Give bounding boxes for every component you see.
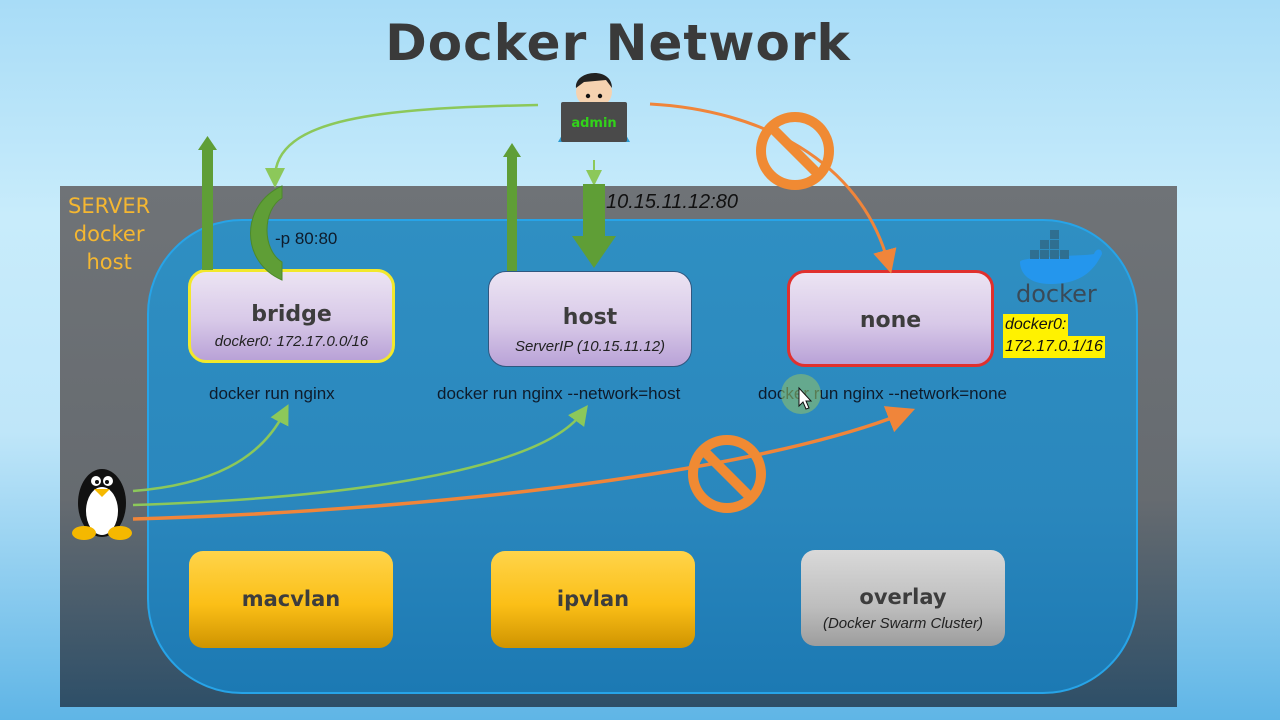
host-ip-port: 10.15.11.12:80	[606, 191, 738, 213]
overlay-network-box[interactable]: overlay (Docker Swarm Cluster)	[801, 550, 1005, 646]
port-mapping-crescent	[250, 185, 283, 281]
linux-to-none-arrow	[132, 406, 916, 521]
host-network-box[interactable]: host ServerIP (10.15.11.12)	[488, 271, 692, 367]
bridge-label: bridge	[251, 302, 332, 327]
host-ip: ServerIP (10.15.11.12)	[514, 338, 666, 355]
bridge-outbound-arrow	[198, 136, 217, 270]
macvlan-label: macvlan	[241, 587, 341, 611]
none-network-box[interactable]: none	[787, 270, 994, 367]
admin-to-bridge-arrow	[265, 103, 539, 188]
bridge-network-box[interactable]: bridge docker0: 172.17.0.0/16	[188, 269, 395, 363]
docker0-note-line1: docker0:	[1003, 314, 1069, 336]
ipvlan-label: ipvlan	[556, 587, 630, 611]
bridge-command: docker run nginx	[209, 384, 335, 403]
host-inbound-arrow	[572, 184, 616, 268]
docker0-note-line2: 172.17.0.1/16	[1003, 336, 1105, 358]
page-title: Docker Network	[385, 14, 851, 72]
linux-tux-icon	[72, 469, 132, 540]
none-label: none	[859, 308, 922, 333]
macvlan-network-box[interactable]: macvlan	[189, 551, 393, 648]
docker0-note: docker0: 172.17.0.1/16	[1003, 314, 1105, 358]
server-label-line: host	[86, 250, 132, 274]
blocked-icon	[688, 435, 766, 513]
docker-logo-text: docker	[1016, 280, 1097, 308]
server-label: SERVER docker host	[68, 192, 150, 276]
ipvlan-network-box[interactable]: ipvlan	[491, 551, 695, 648]
host-command: docker run nginx --network=host	[437, 384, 681, 403]
server-label-line: docker	[73, 222, 145, 246]
bridge-subnet: docker0: 172.17.0.0/16	[214, 333, 369, 350]
overlay-label: overlay	[859, 585, 947, 609]
admin-to-none-arrow	[649, 102, 897, 274]
linux-to-bridge-arrow	[132, 404, 289, 493]
host-outbound-arrow	[503, 143, 521, 271]
blocked-icon	[756, 112, 834, 190]
overlay-sub: (Docker Swarm Cluster)	[822, 615, 984, 632]
host-label: host	[562, 305, 618, 330]
admin-laptop: admin	[561, 102, 627, 142]
server-label-line: SERVER	[68, 194, 151, 218]
bridge-port-mapping: -p 80:80	[275, 229, 338, 248]
docker-whale-icon	[1020, 230, 1102, 284]
mouse-cursor-icon	[798, 386, 813, 410]
linux-to-host-arrow	[132, 404, 588, 507]
